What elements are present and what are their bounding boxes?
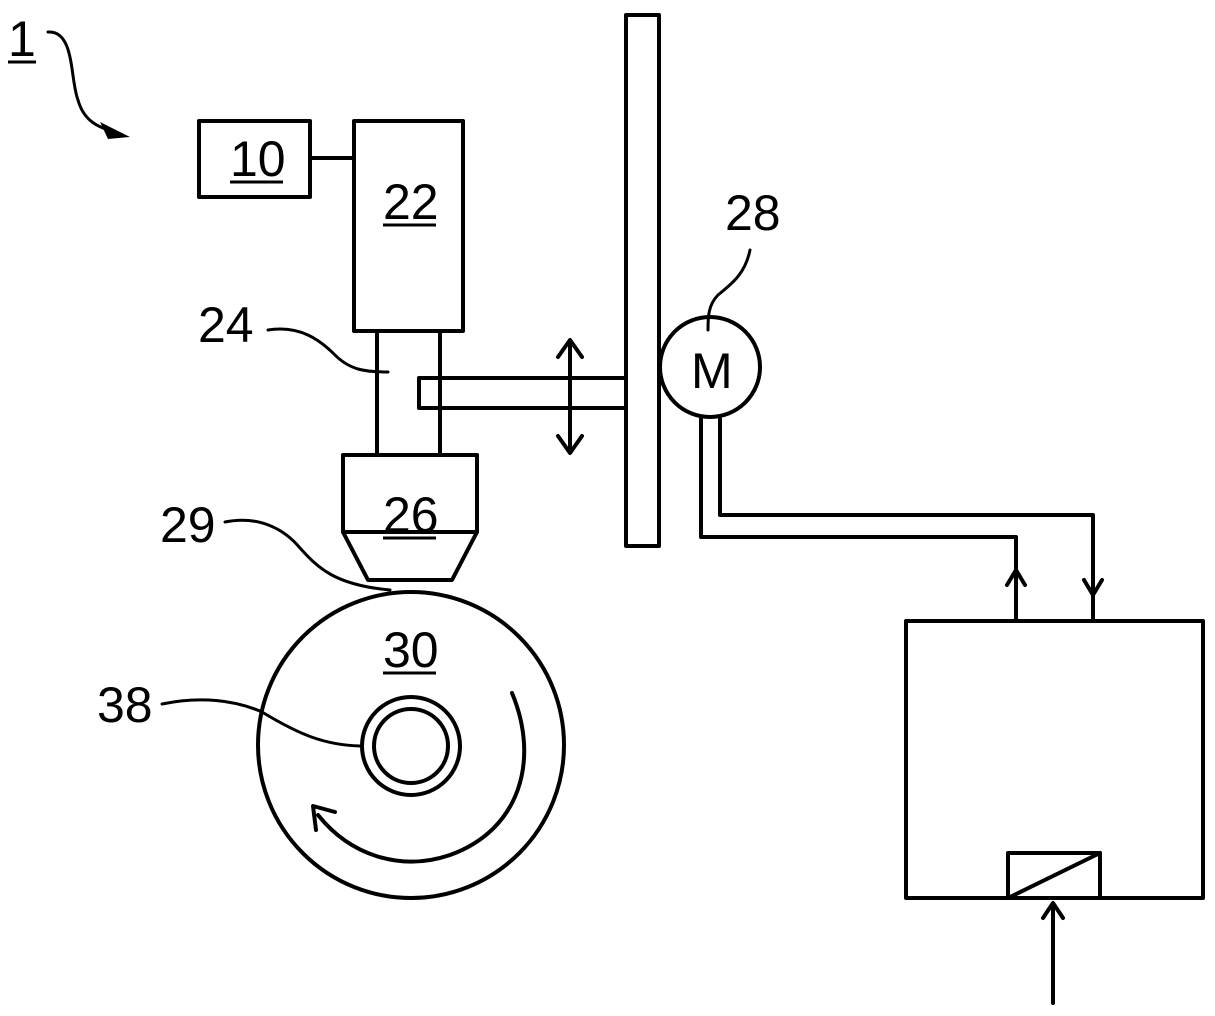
- rotation-arrow: [318, 693, 524, 862]
- supply-box: [906, 621, 1203, 898]
- vertical-column: [626, 15, 659, 546]
- connector-leader-line: [268, 329, 388, 372]
- rotation-arrowhead: [313, 806, 335, 830]
- controller-label: 10: [230, 131, 286, 187]
- figure-pointer-arrowhead: [100, 122, 130, 139]
- head-label: 26: [383, 487, 439, 543]
- hub-outer-ring: [362, 697, 460, 795]
- motor-symbol: M: [691, 343, 733, 399]
- housing-label: 22: [383, 174, 439, 230]
- figure-pointer-line: [48, 32, 115, 132]
- supply-line-outgoing: [701, 419, 1016, 620]
- support-arm: [419, 378, 626, 408]
- connector-label: 24: [198, 297, 254, 353]
- figure-label: 1: [8, 11, 36, 67]
- supply-line-return: [720, 419, 1093, 620]
- disc-label: 30: [383, 622, 439, 678]
- valve-diagonal: [1008, 853, 1100, 898]
- motor-label: 28: [725, 185, 781, 241]
- hub-label: 38: [97, 677, 153, 733]
- gap-label: 29: [160, 497, 216, 553]
- hub-inner-ring: [374, 709, 448, 783]
